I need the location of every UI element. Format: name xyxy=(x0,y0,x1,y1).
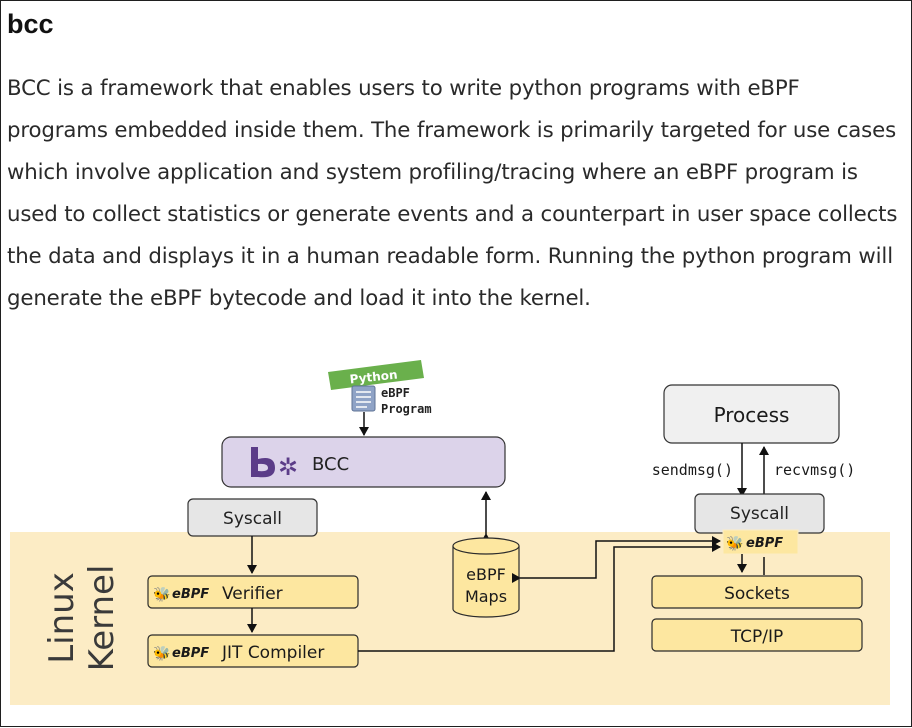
process-label: Process xyxy=(714,403,790,427)
verifier-box xyxy=(147,575,359,609)
ebpf-program-label-1: eBPF xyxy=(381,386,410,400)
ebpf-hook-badge xyxy=(722,529,799,555)
svg-text:✲: ✲ xyxy=(278,453,298,481)
bee-icon: 🐝 xyxy=(153,645,170,662)
verifier-label: Verifier xyxy=(222,584,283,604)
kernel-label-linux: Linux xyxy=(42,572,82,664)
bee-icon: 🐝 xyxy=(726,535,743,552)
syscall-label-left: Syscall xyxy=(223,509,282,529)
sockets-label: Sockets xyxy=(724,584,790,604)
jit-compiler-label: JIT Compiler xyxy=(221,643,324,663)
syscall-label-right: Syscall xyxy=(730,504,789,524)
bcc-logo-icon: ✲ xyxy=(251,447,298,481)
ebpf-badge-hook: eBPF xyxy=(746,536,783,551)
python-tag: Python xyxy=(328,360,424,390)
ebpf-program-label-2: Program xyxy=(381,402,432,416)
sockets-box xyxy=(651,575,863,609)
recvmsg-label: recvmsg() xyxy=(774,461,855,479)
ebpf-badge-jit: eBPF xyxy=(172,646,209,661)
ebpf-badge-verifier: eBPF xyxy=(172,587,209,602)
document-icon xyxy=(351,385,376,412)
svg-text:Python: Python xyxy=(349,368,398,387)
tcpip-label: TCP/IP xyxy=(730,627,784,647)
bcc-box xyxy=(221,436,506,488)
maps-label-2: Maps xyxy=(465,587,507,606)
process-box xyxy=(663,384,840,444)
kernel-label-kernel: Kernel xyxy=(82,565,122,672)
tcpip-box xyxy=(651,618,863,652)
body-paragraph: BCC is a framework that enables users to… xyxy=(7,76,898,311)
bcc-label: BCC xyxy=(312,454,349,475)
section-heading: bcc xyxy=(7,9,54,39)
sendmsg-label: sendmsg() xyxy=(652,461,733,479)
ebpf-maps-cylinder xyxy=(452,537,520,618)
maps-label-1: eBPF xyxy=(466,565,506,584)
bee-icon: 🐝 xyxy=(153,586,170,603)
maps-socket-hook-arrow xyxy=(512,536,721,583)
